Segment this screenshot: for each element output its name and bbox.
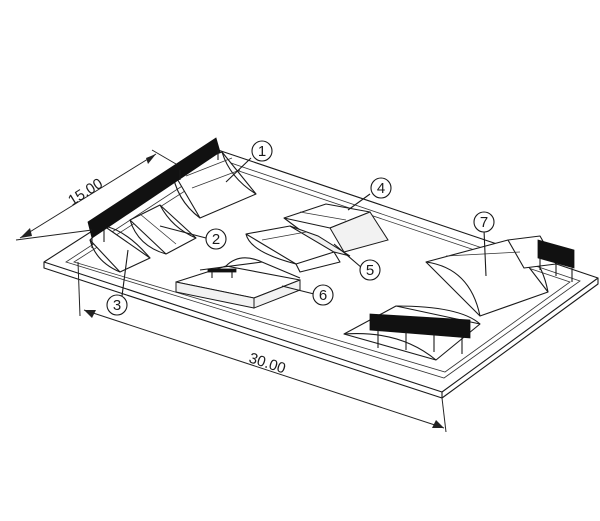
dimension-length-label: 30.00 — [247, 350, 288, 378]
pyramid-5 — [245, 225, 351, 273]
callout-1: 1 — [251, 140, 273, 162]
callout-leaders — [121, 157, 487, 297]
ramp-7 — [425, 235, 575, 317]
callout-2: 2 — [205, 228, 227, 250]
callout-6-label: 6 — [319, 287, 327, 304]
callout-6: 6 — [312, 284, 334, 306]
callout-7-label: 7 — [480, 214, 488, 231]
bottom-ramp — [343, 305, 481, 361]
callout-5-label: 5 — [366, 262, 374, 279]
callout-7: 7 — [473, 211, 495, 233]
callout-4-label: 4 — [377, 180, 385, 197]
ramp-2 — [129, 204, 197, 255]
callout-5: 5 — [359, 259, 381, 281]
callout-4: 4 — [370, 177, 392, 199]
dimension-width-label: 15.00 — [65, 175, 106, 209]
callout-3: 3 — [106, 294, 128, 316]
callout-1-label: 1 — [258, 143, 266, 160]
callout-3-label: 3 — [113, 297, 121, 314]
callout-2-label: 2 — [212, 231, 220, 248]
coping-rail-left — [87, 137, 221, 248]
ledge-6 — [175, 257, 301, 309]
